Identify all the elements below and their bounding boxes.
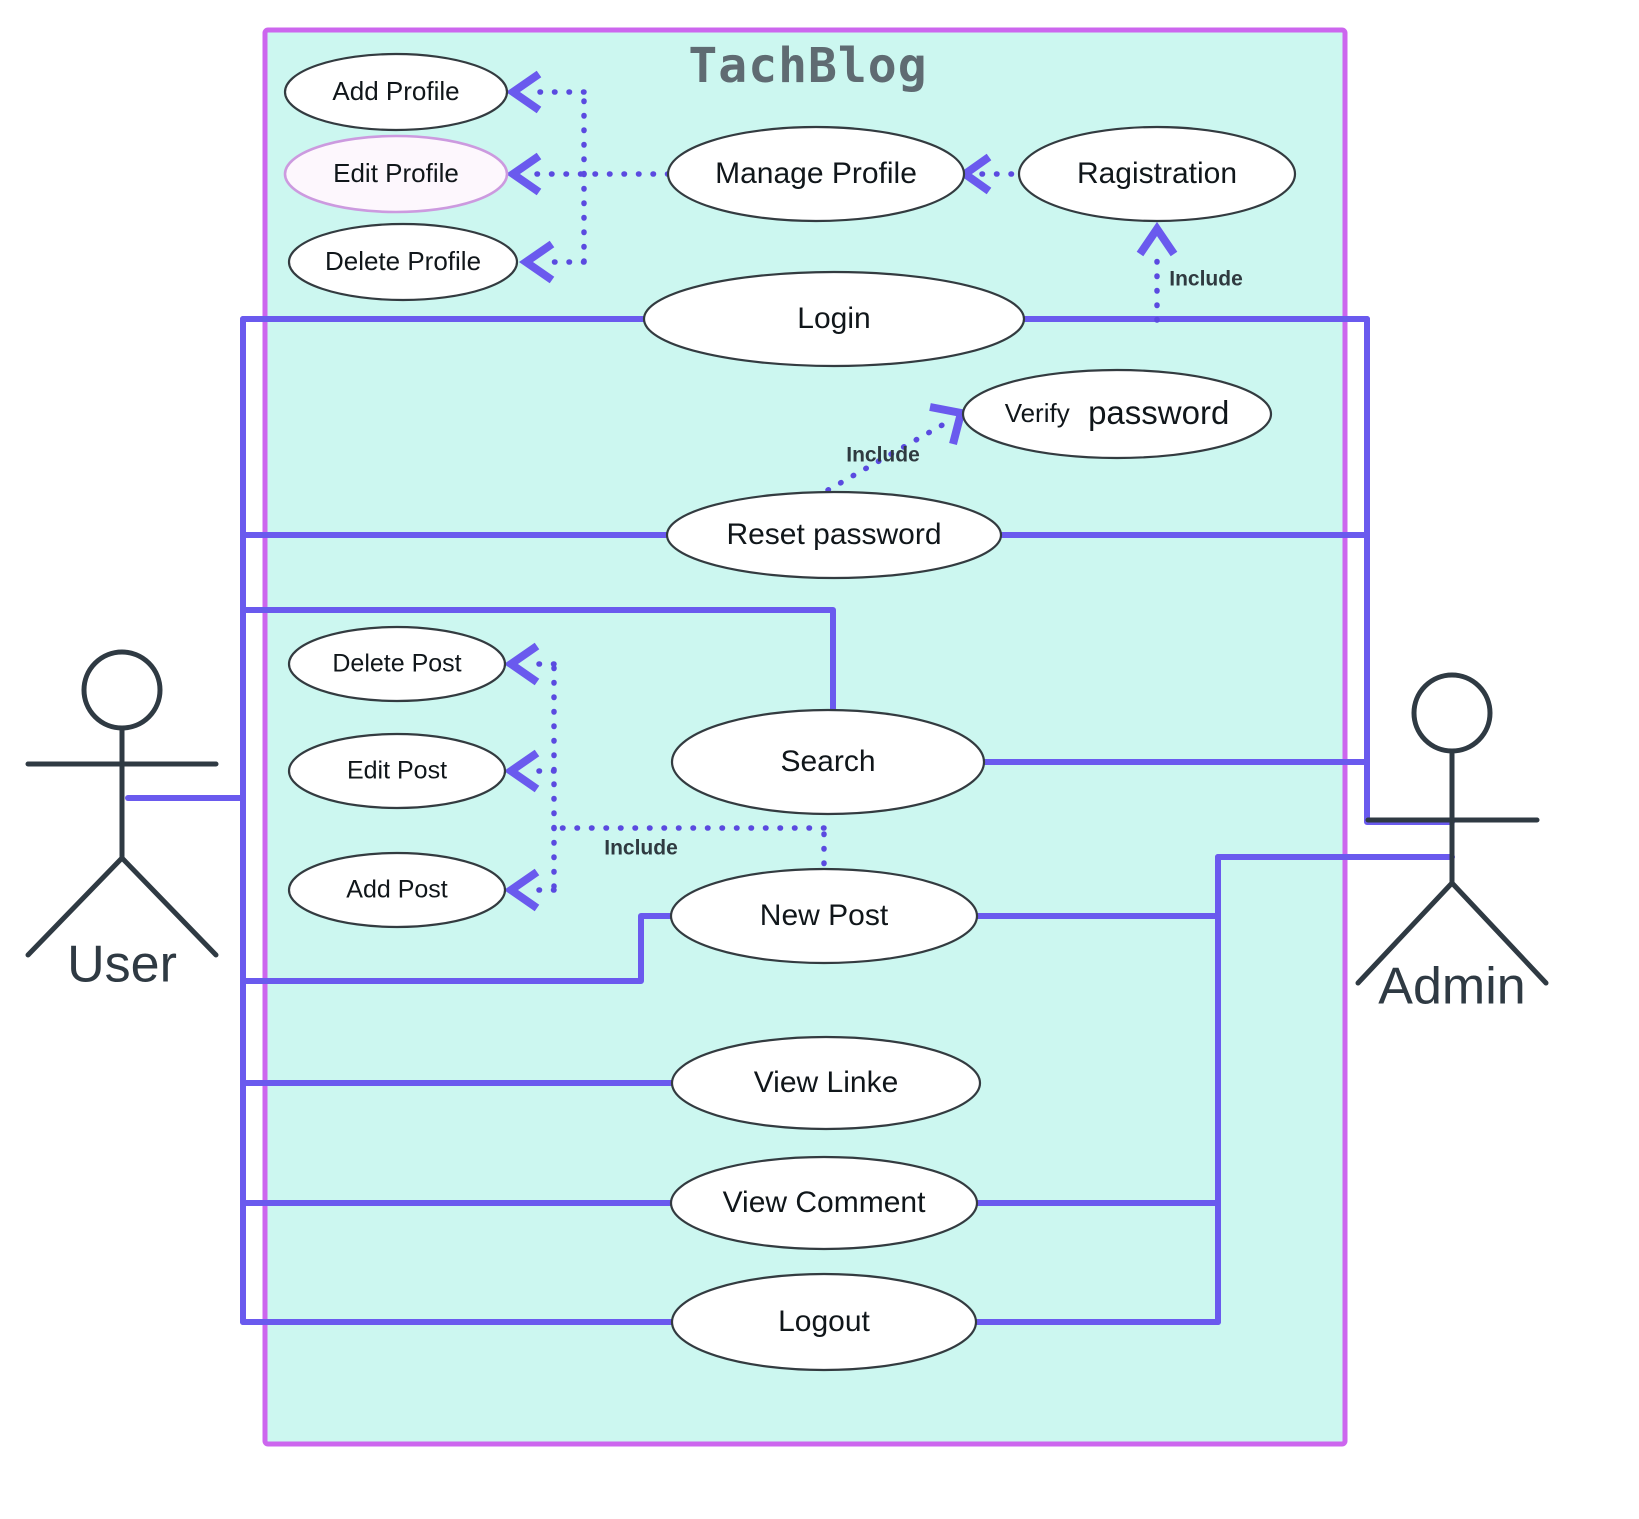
use-case-label: Search: [780, 745, 875, 778]
use-case-label: View Linke: [754, 1066, 899, 1099]
include-arrowhead-edit-post: [503, 749, 540, 793]
actor-head-icon: [81, 649, 163, 731]
use-case-view-linke[interactable]: View Linke: [670, 1035, 982, 1131]
include-arrowhead-add-post: [503, 868, 540, 912]
use-case-login[interactable]: Login: [642, 270, 1026, 368]
include-arrowhead-verify-password: [929, 403, 966, 445]
include-label-post: Include: [604, 837, 678, 860]
include-label-verify: Include: [846, 444, 920, 467]
actor-admin[interactable]: Admin: [1355, 672, 1549, 1016]
use-case-ellipse[interactable]: [287, 222, 519, 302]
use-case-ellipse[interactable]: [287, 732, 507, 810]
use-case-ellipse[interactable]: [670, 1035, 982, 1131]
use-case-delete-profile[interactable]: Delete Profile: [287, 222, 519, 302]
use-case-ellipse[interactable]: [669, 1155, 979, 1251]
use-case-label: View Comment: [723, 1186, 927, 1219]
use-case-label: Add Profile: [332, 76, 459, 106]
use-case-label: Login: [797, 302, 870, 335]
use-case-add-post[interactable]: Add Post: [287, 851, 507, 929]
use-case-manage-profile[interactable]: Manage Profile: [666, 125, 966, 223]
include-arrowhead-edit-profile: [505, 152, 542, 196]
assoc-user-new-post[interactable]: [240, 913, 675, 984]
use-case-reset-password[interactable]: Reset password: [665, 490, 1003, 580]
use-case-label: Reset password: [726, 518, 941, 551]
actor-right-leg-icon: [119, 855, 219, 958]
use-case-verify-password[interactable]: Verify password: [961, 368, 1273, 460]
use-case-new-post[interactable]: New Post: [669, 867, 979, 965]
use-case-label-part1: Verify: [1005, 398, 1070, 428]
use-case-delete-post[interactable]: Delete Post: [287, 625, 507, 703]
actor-left-leg-icon: [1355, 880, 1455, 986]
actor-right-leg-icon: [1449, 880, 1549, 986]
use-case-label: Add Post: [346, 876, 448, 904]
use-case-ellipse[interactable]: [666, 125, 966, 223]
use-case-search[interactable]: Search: [670, 708, 986, 816]
actor-user[interactable]: User: [25, 649, 219, 994]
use-case-ellipse[interactable]: [283, 134, 509, 214]
use-case-label: Edit Profile: [333, 158, 459, 188]
use-case-logout[interactable]: Logout: [670, 1272, 978, 1372]
use-case-ellipse[interactable]: [287, 625, 507, 703]
use-case-ellipse[interactable]: [1017, 125, 1297, 223]
include-login-to-registration: Include: [1136, 221, 1243, 323]
actor-head-icon: [1411, 672, 1493, 754]
use-case-ellipse[interactable]: [642, 270, 1026, 368]
use-case-ragistration[interactable]: Ragistration: [1017, 125, 1297, 223]
use-case-label: Ragistration: [1077, 157, 1237, 190]
actor-left-leg-icon: [25, 855, 125, 958]
include-label-registration: Include: [1169, 268, 1243, 291]
use-case-label: New Post: [760, 899, 889, 932]
use-case-ellipse[interactable]: [961, 368, 1273, 460]
use-case-ellipse[interactable]: [287, 851, 507, 929]
include-reset-to-verify: Include: [825, 403, 966, 493]
include-arrowhead-delete-post: [503, 642, 540, 686]
include-manage-profile-group: [505, 70, 671, 284]
use-case-label: Verify password: [1005, 394, 1230, 431]
use-case-label: Delete Post: [332, 650, 461, 678]
use-case-view-comment[interactable]: View Comment: [669, 1155, 979, 1251]
use-case-add-profile[interactable]: Add Profile: [283, 52, 509, 132]
include-arrowhead-registration: [1136, 221, 1178, 257]
use-case-label: Logout: [778, 1305, 870, 1338]
use-case-label: Manage Profile: [715, 157, 917, 190]
use-case-edit-profile[interactable]: Edit Profile: [283, 134, 509, 214]
use-case-label: Delete Profile: [325, 246, 481, 276]
use-case-ellipse[interactable]: [669, 867, 979, 965]
assoc-user-search[interactable]: [240, 607, 836, 745]
actor-label: Admin: [1378, 958, 1525, 1016]
system-title: TachBlog: [688, 38, 927, 94]
use-case-label-part2: password: [1088, 394, 1229, 431]
use-case-ellipse[interactable]: [670, 708, 986, 816]
actor-label: User: [67, 936, 177, 994]
include-arrowhead-add-profile: [505, 70, 542, 114]
use-case-ellipse[interactable]: [665, 490, 1003, 580]
use-case-ellipse[interactable]: [283, 52, 509, 132]
use-case-label: Edit Post: [347, 757, 447, 785]
use-case-ellipse[interactable]: [670, 1272, 978, 1372]
user-association-lines: [125, 316, 836, 1325]
use-case-edit-post[interactable]: Edit Post: [287, 732, 507, 810]
include-arrowhead-delete-profile: [518, 240, 555, 284]
include-new-post-group: Include: [503, 642, 827, 912]
